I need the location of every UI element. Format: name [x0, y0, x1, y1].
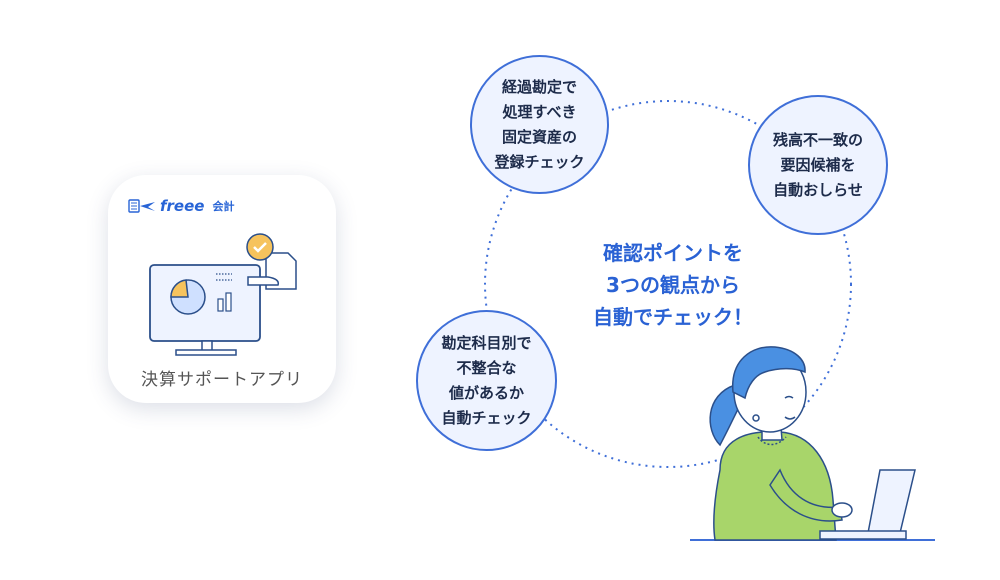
monitor-chart-icon: [149, 233, 297, 356]
app-name: 決算サポートアプリ: [141, 370, 303, 390]
app-card[interactable]: freee 会計 決算サポートアプリ: [108, 175, 336, 403]
bubble-balance-mismatch: 残高不一致の 要因候補を 自動おしらせ: [748, 95, 888, 235]
headline: 確認ポイントを 3つの観点から 自動でチェック！: [593, 241, 753, 329]
brand-logo: freee: [160, 197, 205, 215]
bubble-text: 経過勘定で 処理すべき 固定資産の 登録チェック: [494, 77, 585, 171]
dotted-cycle-ring: [484, 100, 852, 468]
brand-sub: 会計: [212, 200, 235, 213]
bubble-account-inconsistency: 勘定科目別で 不整合な 値があるか 自動チェック: [416, 310, 557, 451]
bubble-text: 勘定科目別で 不整合な 値があるか 自動チェック: [441, 333, 532, 427]
woman-at-laptop-illustration: [690, 346, 935, 541]
bubble-text: 残高不一致の 要因候補を 自動おしらせ: [772, 130, 863, 199]
calculator-bird-icon: [128, 199, 155, 213]
bubble-fixed-asset-check: 経過勘定で 処理すべき 固定資産の 登録チェック: [470, 55, 609, 194]
brand: freee 会計: [128, 197, 234, 215]
